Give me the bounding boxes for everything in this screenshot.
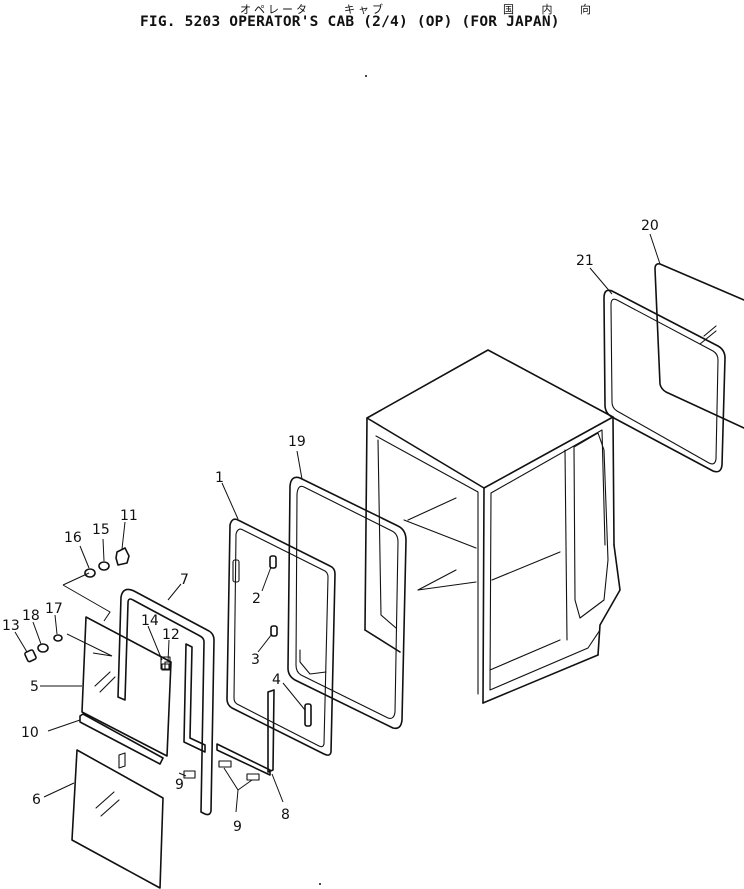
part-4-handle (304, 703, 312, 727)
part-21-rear-weatherstrip (603, 289, 726, 473)
jp-domestic-label: 国 内 向 (503, 3, 603, 16)
callout-10: 10 (21, 725, 39, 741)
part-20-rear-glass (654, 263, 744, 429)
callout-5: 5 (30, 679, 39, 695)
part-5-sliding-glass (81, 616, 172, 757)
callout-12: 12 (162, 627, 180, 643)
callout-21: 21 (576, 253, 594, 269)
callout-16: 16 (64, 530, 82, 546)
callout-3: 3 (251, 652, 260, 668)
leader-lines (14, 233, 661, 813)
callout-7: 7 (180, 572, 189, 588)
callout-8: 8 (281, 807, 290, 823)
scan-speck (319, 883, 321, 885)
callout-2: 2 (252, 591, 261, 607)
cab-body (364, 349, 621, 704)
part-6-lower-glass (71, 749, 164, 889)
callout-18: 18 (22, 608, 40, 624)
callout-1: 1 (215, 470, 224, 486)
part-11-lock (115, 547, 130, 566)
title-block: オペレータ キャブ 国 内 向 FIG. 5203 OPERATOR'S CAB… (0, 0, 744, 40)
part-7-sash-frame (117, 588, 215, 816)
scan-speck (365, 75, 367, 77)
part-1-door-frame (226, 518, 336, 756)
figure-title: FIG. 5203 OPERATOR'S CAB (2/4) (OP) (FOR… (140, 14, 560, 30)
part-3-catch (270, 625, 278, 637)
callout-4: 4 (272, 672, 281, 688)
callout-19: 19 (288, 434, 306, 450)
part-8-channel (216, 689, 275, 781)
part-2-latch (269, 555, 277, 569)
callout-9-left: 9 (175, 777, 184, 793)
jp-cab-label: キャブ (344, 3, 386, 16)
callout-13: 13 (2, 618, 20, 634)
jp-operator-label: オペレータ (240, 3, 310, 16)
part-18-spacer (37, 643, 49, 653)
callout-11: 11 (120, 508, 138, 524)
callout-14: 14 (141, 613, 159, 629)
callout-9-bottom: 9 (233, 819, 242, 835)
callout-17: 17 (45, 601, 63, 617)
callout-15: 15 (92, 522, 110, 538)
part-19-door-weatherstrip (287, 476, 407, 730)
callout-20: 20 (641, 218, 659, 234)
part-15-washer (98, 561, 110, 571)
part-13-knob (24, 649, 37, 663)
part-17-washer (53, 634, 63, 642)
part-16-spacer (84, 568, 96, 578)
part-10-bottom-rail (79, 713, 164, 765)
callout-labels: 20 21 19 1 2 3 4 7 11 15 16 17 18 13 14 … (2, 218, 659, 835)
part-12-bracket (164, 661, 171, 671)
callout-6: 6 (32, 792, 41, 808)
